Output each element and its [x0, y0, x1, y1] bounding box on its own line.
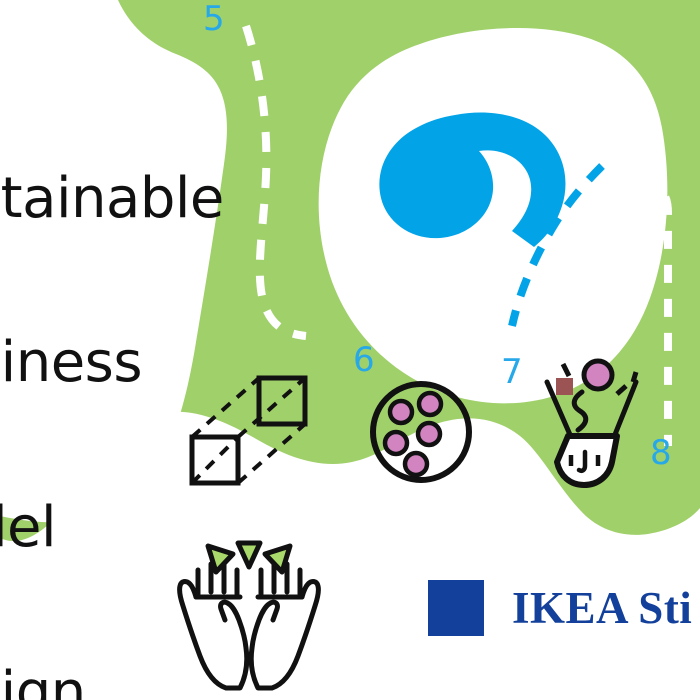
step-number-8: 8	[650, 433, 672, 473]
blue-dashed-path	[508, 163, 605, 327]
open-hands-icon	[177, 540, 321, 691]
hand-left	[177, 561, 250, 691]
blue-comma-swoosh	[379, 112, 566, 248]
white-dashed-path-right	[601, 184, 672, 446]
white-inner-rounded-shape	[318, 27, 668, 404]
white-dash-segment-lower	[502, 325, 516, 361]
ikea-stiftung-logo: IKEA Sti	[428, 580, 692, 636]
circle-with-dots-icon	[370, 381, 472, 483]
hand-right	[248, 561, 321, 691]
ikea-logo-mark-icon	[428, 580, 484, 636]
white-left-notch	[0, 0, 227, 523]
step-number-5: 5	[203, 0, 225, 39]
step-number-7: 7	[501, 352, 523, 392]
ikea-logo-wordmark: IKEA Sti	[512, 583, 693, 633]
triangle-center	[235, 540, 263, 570]
steaming-cup-icon	[544, 358, 639, 488]
brown-square	[556, 378, 573, 395]
pink-circle	[581, 358, 615, 392]
step-number-6: 6	[353, 340, 375, 380]
white-dashed-path-left	[242, 24, 307, 340]
isometric-cubes-icon	[189, 375, 308, 486]
